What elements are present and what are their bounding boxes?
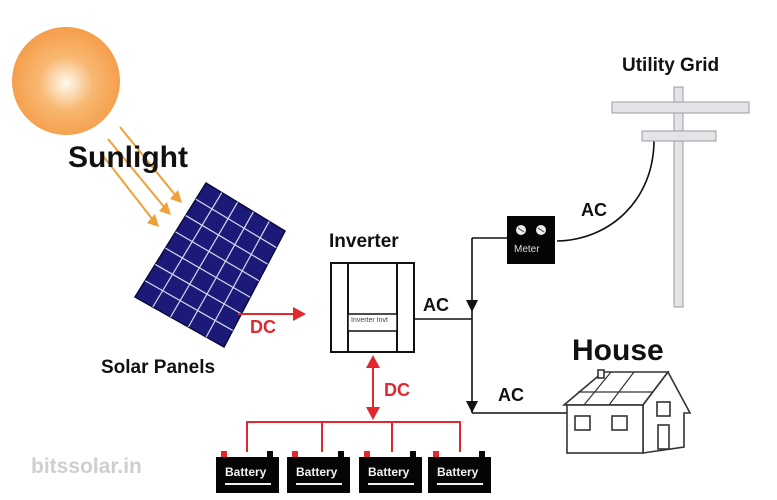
watermark: bitssolar.in bbox=[31, 455, 142, 478]
ac-label-house: AC bbox=[498, 385, 524, 405]
house-icon bbox=[561, 369, 692, 454]
ac-label-inverter-out: AC bbox=[423, 295, 449, 315]
inverter-icon bbox=[330, 262, 415, 353]
panel-grid-line bbox=[175, 231, 260, 282]
ac-arrowhead-down-lower bbox=[466, 401, 478, 413]
ac-arrowhead-down-upper bbox=[466, 300, 478, 312]
panel-grid-line bbox=[195, 198, 277, 249]
sun-icon bbox=[12, 27, 120, 135]
battery-positive-terminal bbox=[433, 451, 439, 457]
utility-pole-icon bbox=[611, 86, 750, 308]
battery-label: Battery bbox=[225, 465, 267, 479]
meter-icon bbox=[507, 216, 555, 264]
battery-label: Battery bbox=[437, 465, 479, 479]
ac-arrowheads bbox=[466, 300, 478, 413]
sun-ray bbox=[107, 138, 166, 209]
panel-grid-line bbox=[185, 215, 268, 265]
battery-positive-terminal bbox=[221, 451, 227, 457]
dc-arrow-inverter-battery bbox=[366, 355, 380, 420]
dc-label-battery: DC bbox=[384, 380, 410, 400]
battery-label: Battery bbox=[368, 465, 410, 479]
panel-grid-line bbox=[152, 192, 223, 308]
battery-icon bbox=[287, 451, 350, 493]
sunlight-label: Sunlight bbox=[68, 141, 188, 174]
battery-negative-terminal bbox=[410, 451, 416, 457]
battery-positive-terminal bbox=[292, 451, 298, 457]
sun-ray-arrowhead bbox=[170, 190, 182, 203]
ac-label-grid: AC bbox=[581, 200, 607, 220]
panel-grid-line bbox=[170, 201, 239, 318]
solar-panels-label: Solar Panels bbox=[101, 357, 216, 378]
panel-grid-line bbox=[154, 263, 242, 315]
house-label: House bbox=[572, 334, 664, 367]
battery-positive-terminal bbox=[364, 451, 370, 457]
panel-grid-line bbox=[187, 211, 254, 328]
battery-icon bbox=[359, 451, 422, 493]
battery-bus bbox=[246, 421, 461, 452]
utility-grid-label: Utility Grid bbox=[622, 55, 720, 76]
inverter-plate-label: Inverter Invt bbox=[351, 317, 388, 324]
battery-icon bbox=[216, 451, 279, 493]
solar-panel-icon bbox=[133, 181, 286, 349]
meter-label: Meter bbox=[514, 244, 540, 255]
panel-grid-line bbox=[144, 280, 234, 331]
dc-label-panel: DC bbox=[250, 317, 276, 337]
dc-arrow-panel-to-inverter bbox=[238, 307, 306, 321]
sun-ray-arrowheads bbox=[147, 190, 182, 227]
sun-ray bbox=[99, 151, 154, 221]
battery-negative-terminal bbox=[479, 451, 485, 457]
battery-negative-terminal bbox=[338, 451, 344, 457]
battery-negative-terminal bbox=[267, 451, 273, 457]
panel-grid-line bbox=[205, 221, 270, 338]
sunlight-rays bbox=[99, 126, 177, 221]
ac-wiring bbox=[414, 139, 655, 414]
inverter-label: Inverter bbox=[329, 231, 399, 252]
sun-ray-arrowhead bbox=[147, 214, 159, 227]
sun-ray bbox=[119, 126, 177, 197]
battery-icon bbox=[428, 451, 491, 493]
battery-label: Battery bbox=[296, 465, 338, 479]
ac-line-grid-cable bbox=[556, 139, 655, 242]
sun-ray-arrowhead bbox=[159, 202, 171, 215]
panel-grid-line bbox=[165, 247, 251, 298]
